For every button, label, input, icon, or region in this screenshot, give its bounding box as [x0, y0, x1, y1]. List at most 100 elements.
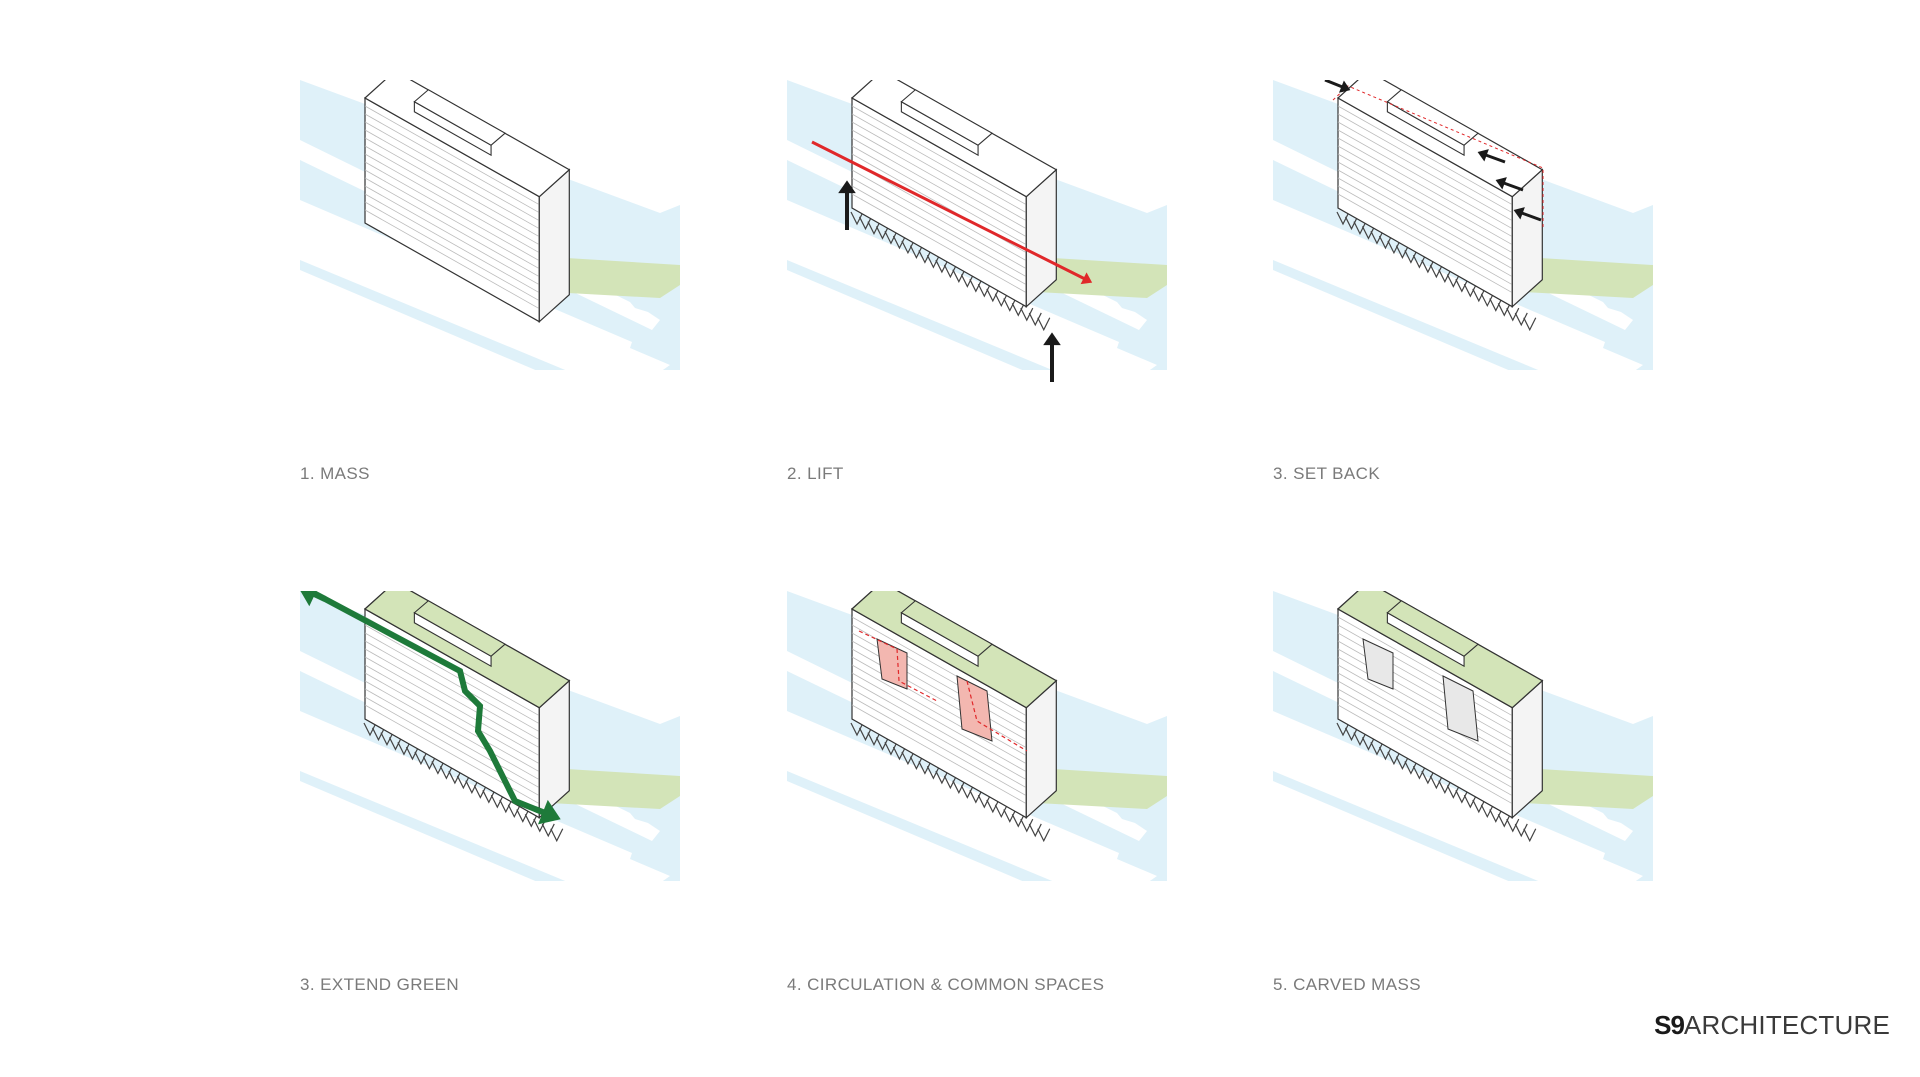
panel-set-back: 3. SET BACK — [1273, 80, 1653, 490]
column-vee — [1387, 240, 1401, 255]
building-floor-line — [851, 616, 1027, 717]
building-floor-line — [364, 105, 540, 206]
caption-set-back: 3. SET BACK — [1273, 464, 1381, 483]
column-vee — [977, 283, 991, 298]
column-vee — [1020, 818, 1034, 833]
column-vee — [1037, 828, 1051, 843]
building-floor-line — [851, 704, 1027, 805]
extend-green-arrow-start-head — [300, 591, 317, 607]
building-floor-line — [851, 169, 1027, 270]
building-floor-line — [364, 201, 540, 302]
column-vee — [1438, 780, 1452, 795]
column-vee — [1506, 818, 1520, 833]
circulation-route-right — [966, 680, 1028, 752]
building-floor-line — [1337, 185, 1513, 286]
building-floor-line — [851, 664, 1027, 765]
building-penthouse-roof — [1386, 600, 1480, 657]
column-vee — [1438, 269, 1452, 284]
building-floor-line — [364, 696, 540, 797]
column-vee — [1387, 751, 1401, 766]
building-floor-line — [851, 137, 1027, 238]
building-floor-line — [1337, 664, 1513, 765]
logo-text: ARCHITECTURE — [1683, 1010, 1890, 1040]
column-vee — [858, 216, 873, 231]
column-vee — [1353, 732, 1367, 746]
panel-white-bottom — [787, 370, 1167, 450]
circulation-void-right — [956, 675, 993, 742]
building-floor-line — [1337, 616, 1513, 717]
building-floor-line — [1337, 105, 1513, 206]
land-bottom-left — [300, 781, 540, 883]
column-vee — [926, 254, 940, 269]
column-vee — [1378, 235, 1392, 250]
circulation-route-left — [858, 630, 938, 702]
column-vee — [533, 818, 547, 833]
diagram-mass — [300, 80, 680, 450]
carved-void-right — [1442, 675, 1479, 742]
land-bottom-left — [1273, 781, 1513, 883]
column-vee — [490, 794, 504, 809]
column-vee — [858, 727, 873, 742]
panel-circulation: 4. CIRCULATION & COMMON SPACES — [787, 591, 1167, 1001]
panel-carved-mass: 5. CARVED MASS — [1273, 591, 1653, 1001]
carved-void-left — [1362, 638, 1394, 690]
column-vee — [1523, 317, 1537, 332]
setback-guide — [1332, 85, 1544, 230]
column-vee — [867, 221, 881, 235]
building-floor-line — [364, 113, 540, 214]
building-floor-line — [1337, 672, 1513, 773]
building-floor-line — [851, 113, 1027, 214]
column-vee — [1429, 264, 1443, 279]
setback-arrow-1-head — [1477, 149, 1489, 162]
caption-mass: 1. MASS — [300, 464, 370, 483]
building-floor-line — [364, 153, 540, 254]
column-vee — [952, 780, 966, 795]
column-vee — [1361, 737, 1376, 751]
building-floor-line — [364, 161, 540, 262]
column-vee — [986, 799, 1000, 814]
caption-lift: 2. LIFT — [787, 464, 844, 483]
column-vee — [1480, 804, 1494, 819]
column-vee — [1489, 809, 1503, 823]
building-floor-line — [851, 145, 1027, 246]
extend-green-path — [308, 591, 547, 816]
column-vee — [1429, 775, 1443, 790]
column-vee — [1353, 221, 1367, 235]
building-floor-line — [364, 664, 540, 765]
column-vee — [422, 756, 436, 770]
column-vee — [1370, 741, 1384, 756]
column-vee — [397, 741, 411, 756]
column-vee — [1344, 727, 1359, 742]
column-vee — [541, 823, 555, 838]
column-vee — [943, 775, 957, 790]
building-floor-line — [364, 672, 540, 773]
column-vee — [986, 288, 1000, 303]
diagram-carved-mass — [1273, 591, 1653, 961]
s9-architecture-logo: S9ARCHITECTURE — [1654, 1010, 1890, 1041]
column-vee — [431, 761, 445, 775]
column-vee — [456, 775, 470, 790]
column-vee — [875, 737, 890, 751]
column-vee — [1361, 226, 1376, 240]
column-vee — [901, 240, 915, 255]
panel-extend-green: 3. EXTEND GREEN — [300, 591, 680, 1001]
column-vee — [918, 761, 932, 775]
column-vee — [439, 765, 453, 780]
column-vee — [943, 264, 957, 279]
column-vee — [935, 770, 949, 785]
column-vee — [448, 770, 462, 785]
building-floor-line — [851, 129, 1027, 230]
building-floor-line — [364, 632, 540, 733]
building-floor-line — [851, 193, 1027, 294]
building-floor-line — [364, 656, 540, 757]
diagram-lift — [787, 80, 1167, 450]
circulation-void-left — [876, 638, 908, 690]
building-floor-line — [1337, 145, 1513, 246]
column-vee — [1412, 765, 1426, 780]
land-bottom-left — [787, 781, 1027, 883]
column-vee — [1497, 814, 1511, 828]
column-vee — [388, 737, 403, 751]
building-floor-line — [364, 137, 540, 238]
column-vee — [482, 790, 496, 804]
building-floor-line — [1337, 696, 1513, 797]
